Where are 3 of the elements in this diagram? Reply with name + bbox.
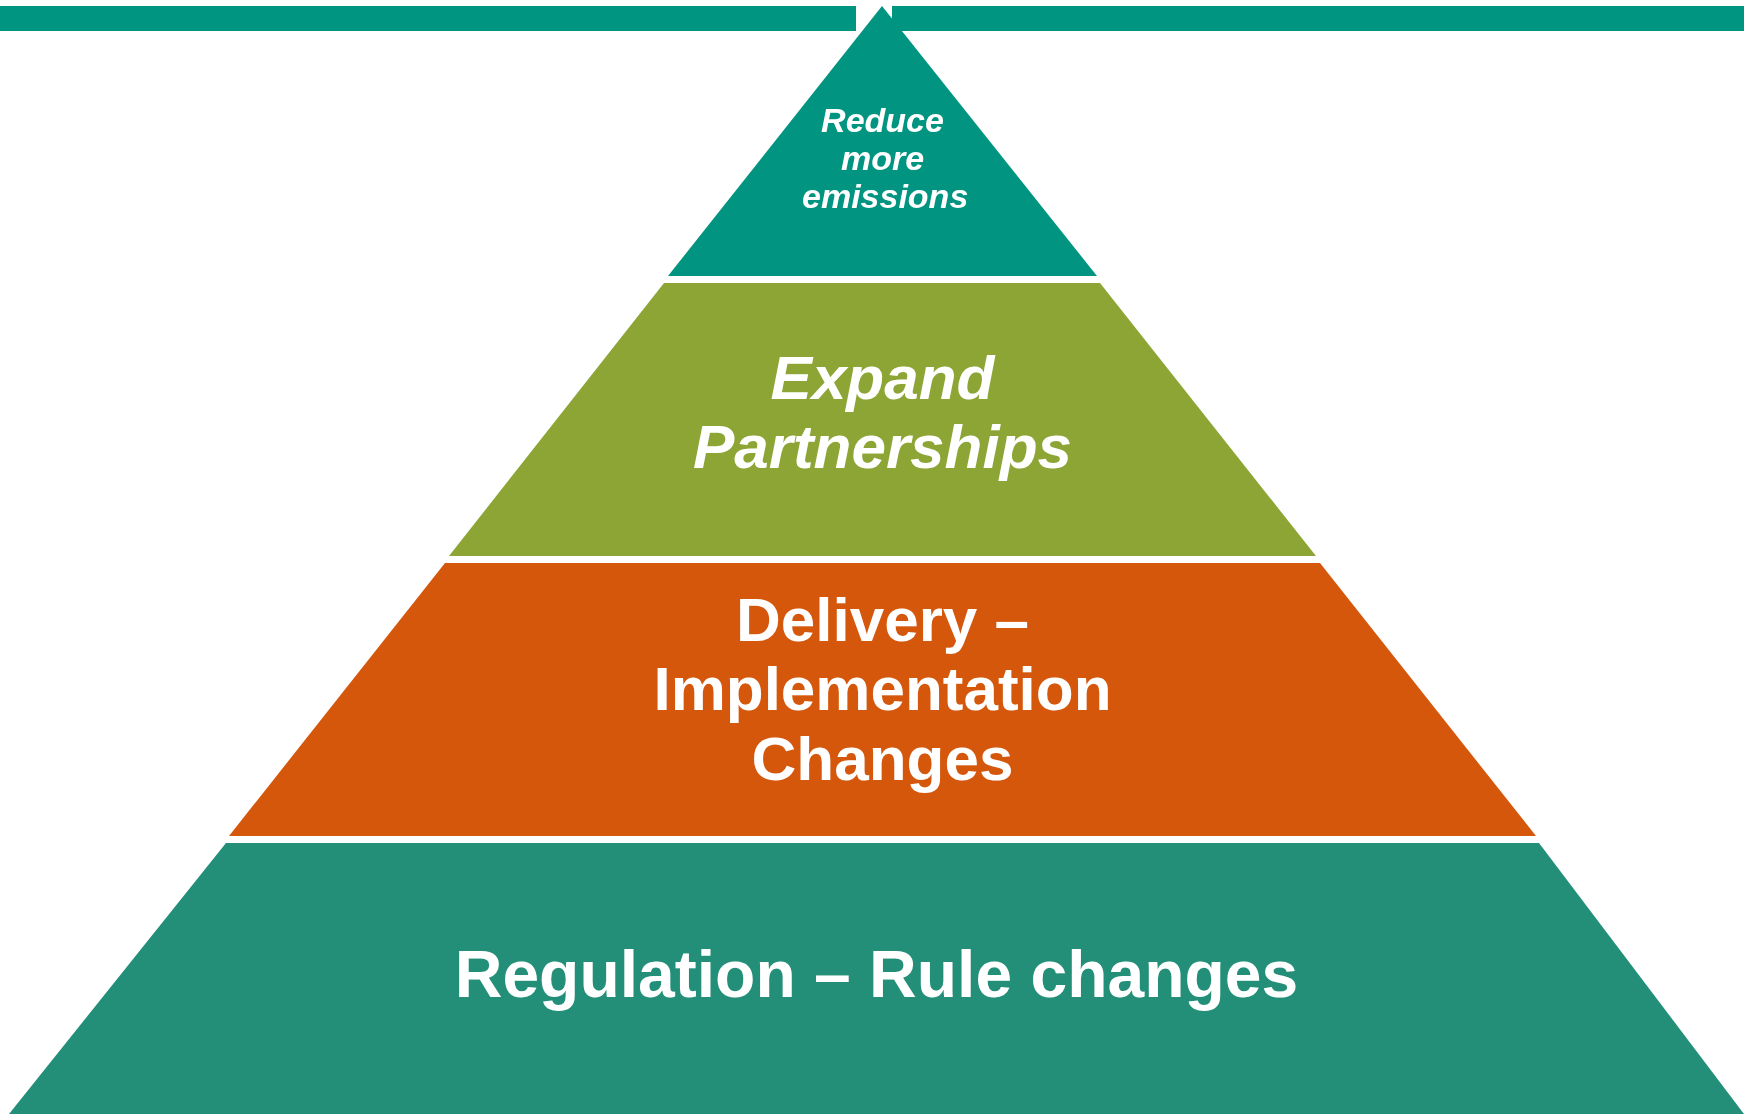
- tier-label: Delivery – Implementation Changes: [652, 585, 1113, 794]
- tier-label: Expand Partnerships: [692, 343, 1073, 482]
- tier-label: Regulation – Rule changes: [453, 938, 1300, 1012]
